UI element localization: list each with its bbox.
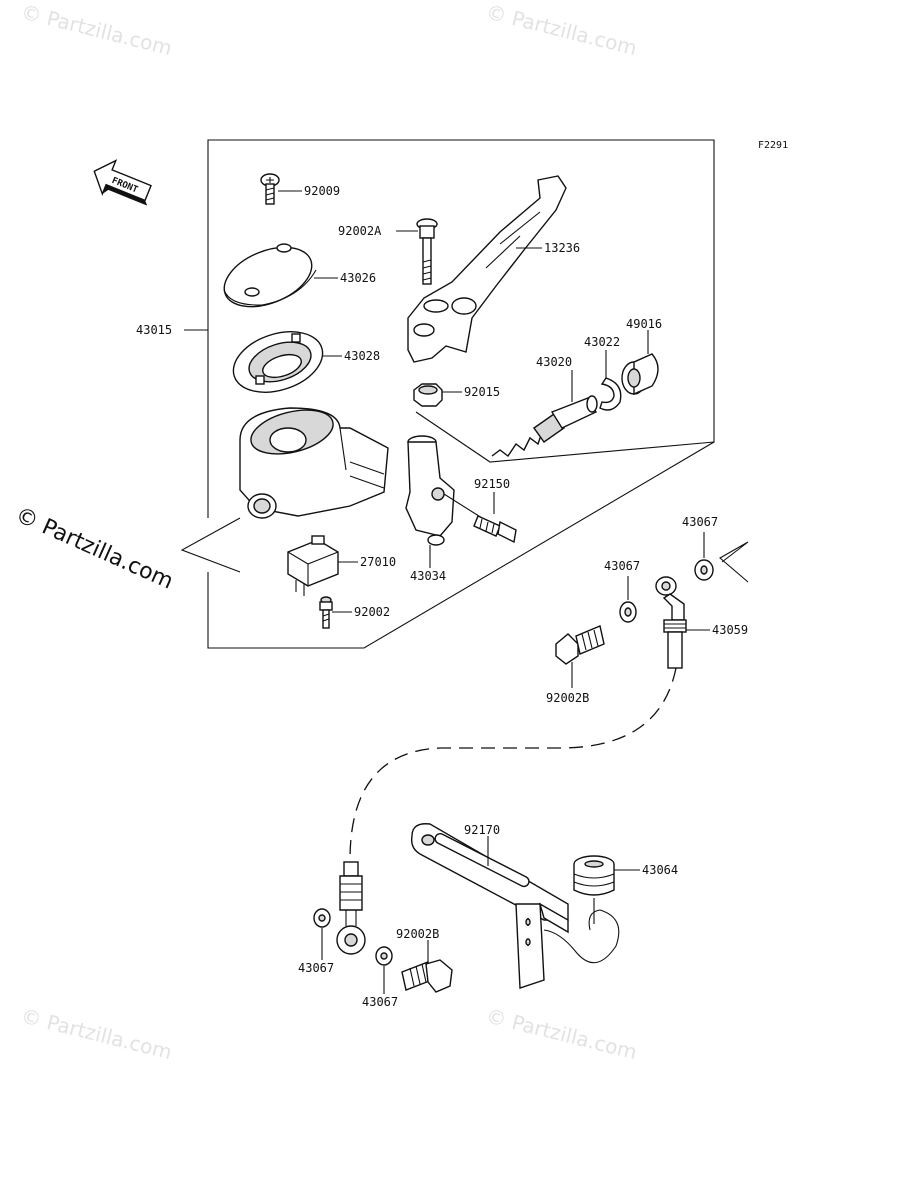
label-43022: 43022 [584,335,620,349]
screw-92009 [260,173,280,205]
label-92015: 92015 [464,385,500,399]
banjo-bolt-92002B-b [401,959,453,993]
master-cylinder-body [239,407,389,519]
label-43067-b: 43067 [682,515,718,529]
bolt-92150 [473,515,517,544]
washer-43067-d [375,946,393,966]
label-43067-d: 43067 [362,995,398,1009]
label-92009: 92009 [304,184,340,198]
banjo-bolt-92002B-a [555,625,605,665]
label-43026: 43026 [340,271,376,285]
label-92002B-a: 92002B [546,691,589,705]
hose-fitting-43059 [655,576,687,669]
label-43015: 43015 [136,323,172,337]
switch-27010 [287,535,339,596]
label-43067-c: 43067 [298,961,334,975]
pivot-bolt-92002A [416,218,438,285]
piston-43020 [491,395,598,458]
boot-49016 [621,353,659,396]
label-92002B-b: 92002B [396,927,439,941]
assembly-outline-left [180,517,241,573]
label-43020: 43020 [536,355,572,369]
cap-43026 [223,243,317,308]
label-92170: 92170 [464,823,500,837]
label-43034: 43034 [410,569,446,583]
brake-lever-13236 [407,175,567,363]
watermark-center-left: © Partzilla.com [12,503,177,595]
grommet-43064 [573,855,615,896]
watermark-top-right: © Partzilla.com [484,0,640,60]
label-49016: 49016 [626,317,662,331]
nut-92015 [413,383,443,407]
label-92002A: 92002A [338,224,382,238]
washer-43067-c [313,908,331,928]
front-arrow-icon: FRONT [93,159,152,206]
label-92150: 92150 [474,477,510,491]
holder-43034 [405,435,455,546]
screw-92002 [319,596,333,629]
washer-43067-a [619,601,637,623]
label-43067-a: 43067 [604,559,640,573]
watermark-bottom-left: © Partzilla.com [19,1004,175,1065]
label-92002: 92002 [354,605,390,619]
label-43064: 43064 [642,863,678,877]
label-43028: 43028 [344,349,380,363]
brake-hose [349,667,677,861]
hose-fitting-lower [336,861,366,955]
label-43059: 43059 [712,623,748,637]
label-13236: 13236 [544,241,580,255]
watermark-top-left: © Partzilla.com [19,0,175,60]
watermark-bottom-right: © Partzilla.com [484,1004,640,1065]
figure-code: F2291 [758,140,788,151]
label-27010: 27010 [360,555,396,569]
washer-43067-b [694,559,714,581]
bracket-92170 [410,823,620,989]
circlip-43022 [599,377,622,411]
diaphragm-43028 [232,331,324,393]
piston-guide-line [415,411,715,463]
